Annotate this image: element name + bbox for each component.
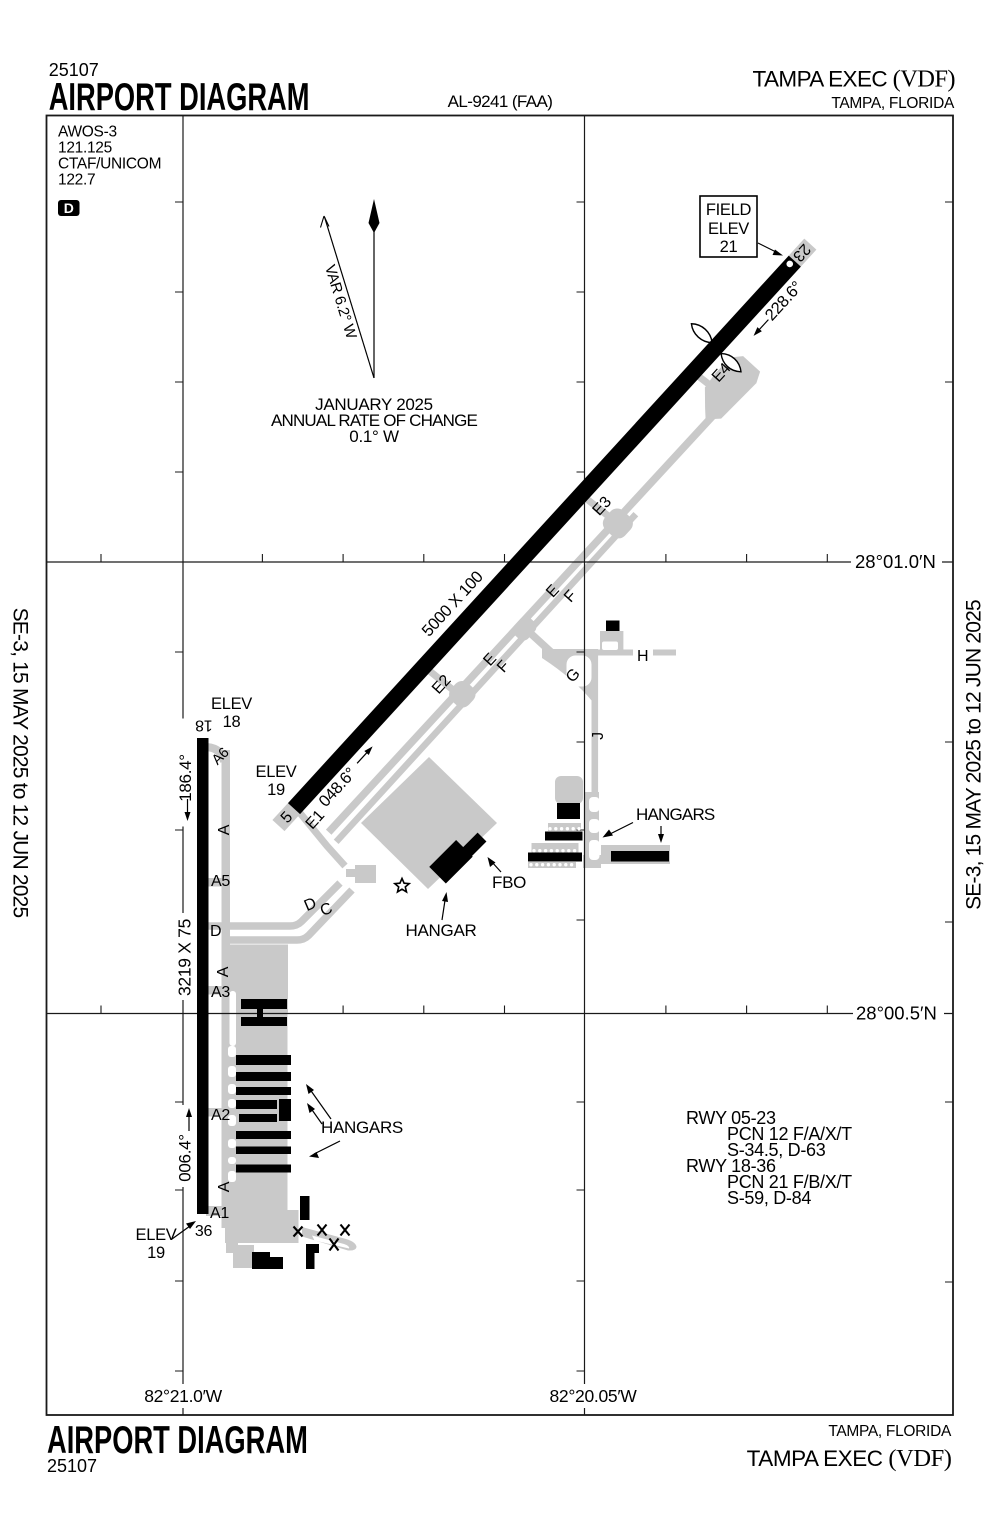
svg-text:0.1° W: 0.1° W	[349, 427, 399, 446]
svg-text:AL-9241 (FAA): AL-9241 (FAA)	[448, 92, 553, 111]
svg-text:PCN 12 F/A/X/T: PCN 12 F/A/X/T	[727, 1124, 852, 1144]
svg-text:18: 18	[223, 713, 241, 731]
svg-text:HANGAR: HANGAR	[406, 921, 477, 940]
svg-text:A2: A2	[211, 1107, 230, 1124]
svg-text:HANGARS: HANGARS	[321, 1118, 403, 1137]
svg-text:S-59, D-84: S-59, D-84	[727, 1188, 811, 1208]
svg-text:ANNUAL RATE OF CHANGE: ANNUAL RATE OF CHANGE	[271, 411, 478, 430]
svg-text:SE-3, 15 MAY 2025 to 12 JUN: SE-3, 15 MAY 2025 to 12 JUN 2025	[963, 600, 986, 910]
svg-text:RWY 05-23: RWY 05-23	[686, 1108, 776, 1128]
svg-text:HANGARS: HANGARS	[636, 805, 715, 824]
svg-text:ELEV: ELEV	[708, 220, 749, 238]
svg-text:ELEV: ELEV	[256, 763, 297, 781]
svg-text:S-34.5, D-63: S-34.5, D-63	[727, 1140, 826, 1160]
svg-text:18: 18	[195, 717, 213, 734]
svg-text:D: D	[210, 923, 221, 940]
svg-text:ELEV: ELEV	[211, 695, 252, 713]
svg-text:A: A	[216, 824, 233, 835]
svg-text:J: J	[590, 732, 607, 740]
svg-text:A5: A5	[211, 873, 230, 890]
svg-text:AIRPORT DIAGRAM: AIRPORT DIAGRAM	[47, 1419, 308, 1462]
svg-text:A: A	[215, 966, 232, 977]
svg-text:36: 36	[195, 1223, 213, 1240]
svg-text:A3: A3	[211, 984, 230, 1001]
svg-text:TAMPA EXEC (VDF): TAMPA EXEC (VDF)	[753, 66, 956, 93]
svg-text:CTAF/UNICOM: CTAF/UNICOM	[58, 156, 161, 173]
svg-text:FBO: FBO	[492, 873, 526, 892]
svg-text:19: 19	[267, 781, 285, 799]
svg-text:82°20.05′W: 82°20.05′W	[549, 1386, 637, 1406]
svg-text:JANUARY 2025: JANUARY 2025	[315, 395, 433, 414]
svg-text:TAMPA EXEC (VDF): TAMPA EXEC (VDF)	[747, 1445, 952, 1472]
svg-text:25107: 25107	[47, 1456, 97, 1476]
svg-text:25107: 25107	[49, 60, 99, 80]
svg-text:186.4°: 186.4°	[176, 754, 195, 802]
svg-text:SE-3, 15 MAY 2025 to 12 JUN: SE-3, 15 MAY 2025 to 12 JUN 2025	[9, 608, 32, 918]
svg-text:AWOS-3: AWOS-3	[58, 124, 117, 141]
svg-text:121.125: 121.125	[58, 140, 112, 157]
svg-text:PCN 21 F/B/X/T: PCN 21 F/B/X/T	[727, 1172, 852, 1192]
svg-text:122.7: 122.7	[58, 172, 95, 189]
svg-text:D: D	[64, 200, 74, 216]
svg-text:A1: A1	[210, 1205, 229, 1222]
svg-text:82°21.0′W: 82°21.0′W	[144, 1386, 222, 1406]
svg-text:19: 19	[147, 1244, 165, 1262]
svg-text:H: H	[637, 648, 648, 665]
svg-text:TAMPA, FLORIDA: TAMPA, FLORIDA	[828, 1423, 952, 1440]
svg-text:21: 21	[720, 238, 738, 256]
svg-text:28°01.0′N: 28°01.0′N	[855, 551, 936, 572]
svg-text:FIELD: FIELD	[706, 201, 752, 219]
svg-text:3219 X 75: 3219 X 75	[175, 919, 195, 996]
svg-text:ELEV: ELEV	[136, 1226, 177, 1244]
svg-text:TAMPA, FLORIDA: TAMPA, FLORIDA	[831, 95, 955, 112]
svg-text:28°00.5′N: 28°00.5′N	[856, 1003, 937, 1024]
svg-text:RWY 18-36: RWY 18-36	[686, 1156, 776, 1176]
svg-text:006.4°: 006.4°	[176, 1134, 195, 1182]
svg-text:AIRPORT DIAGRAM: AIRPORT DIAGRAM	[49, 76, 310, 119]
svg-text:A: A	[216, 1181, 233, 1192]
